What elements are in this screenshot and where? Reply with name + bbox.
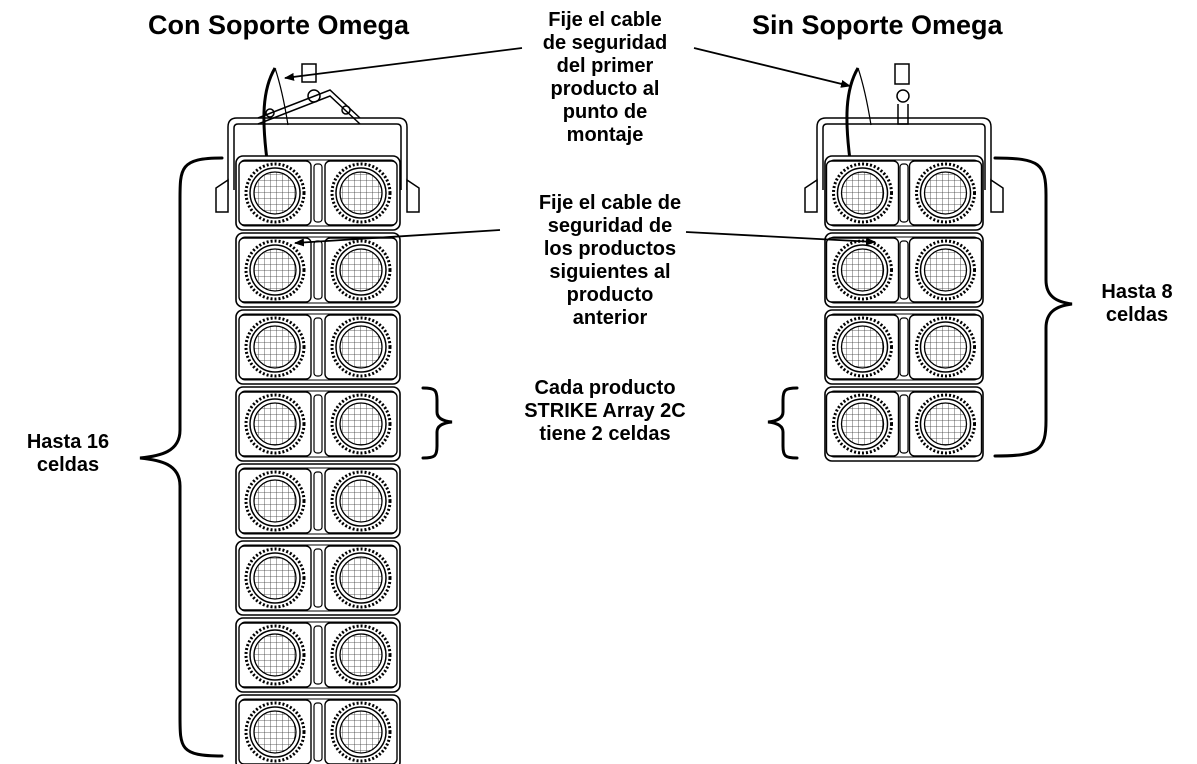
left-product-stack — [235, 155, 401, 764]
lens-cell — [324, 622, 398, 688]
title-with-omega-bracket: Con Soporte Omega — [148, 10, 410, 40]
lens-cell — [324, 699, 398, 764]
left-16-cell-brace — [139, 156, 224, 758]
left-product-brace — [421, 386, 453, 460]
lens-cell — [908, 237, 983, 303]
lens-cell — [324, 468, 398, 534]
lens-cell — [825, 237, 900, 303]
lens-cell — [238, 468, 312, 534]
strike-array-product — [235, 309, 401, 385]
lens-cell — [324, 314, 398, 380]
strike-array-product — [824, 309, 984, 385]
strike-array-product — [824, 232, 984, 308]
lens-cell — [825, 160, 900, 226]
title-without-omega-bracket: Sin Soporte Omega — [752, 10, 1003, 40]
arrow-to-left-next-product — [294, 229, 501, 247]
right-product-stack — [824, 155, 984, 462]
lens-cell — [908, 391, 983, 457]
strike-array-product — [235, 232, 401, 308]
callout-cells-per-product: Cada producto STRIKE Array 2C tiene 2 ce… — [524, 377, 686, 445]
arrow-to-right-mounting-point — [693, 47, 851, 88]
strike-array-product — [235, 540, 401, 616]
callout-first-product-safety-cable: Fije el cable de seguridad del primer pr… — [542, 9, 668, 146]
callout-following-products-safety-cable: Fije el cable de seguridad de los produc… — [538, 192, 682, 329]
right-product-brace — [767, 386, 799, 460]
lens-cell — [825, 314, 900, 380]
lens-cell — [324, 160, 398, 226]
label-left-max-cells: Hasta 16 celdas — [26, 431, 110, 476]
lens-cell — [324, 391, 398, 457]
lens-cell — [238, 314, 312, 380]
lens-cell — [238, 160, 312, 226]
lens-cell — [238, 237, 312, 303]
right-8-cell-brace — [993, 156, 1073, 458]
arrow-to-left-mounting-point — [284, 47, 523, 81]
strike-array-product — [235, 463, 401, 539]
strike-array-product — [824, 386, 984, 462]
lens-cell — [908, 314, 983, 380]
lens-cell — [324, 545, 398, 611]
lens-cell — [825, 391, 900, 457]
braces — [139, 156, 1073, 758]
strike-array-product — [235, 155, 401, 231]
callout-arrows — [284, 47, 876, 247]
arrow-to-right-next-product — [685, 231, 876, 246]
lens-cell — [908, 160, 983, 226]
lens-cell — [238, 699, 312, 764]
lens-cell — [324, 237, 398, 303]
lens-cell — [238, 545, 312, 611]
strike-array-product — [824, 155, 984, 231]
right-mounting-hardware — [804, 63, 1004, 213]
left-mounting-hardware — [215, 63, 420, 213]
strike-array-product — [235, 386, 401, 462]
strike-array-product — [235, 617, 401, 693]
lens-cell — [238, 391, 312, 457]
strike-array-product — [235, 694, 401, 764]
label-right-max-cells: Hasta 8 celdas — [1101, 281, 1173, 326]
lens-cell — [238, 622, 312, 688]
